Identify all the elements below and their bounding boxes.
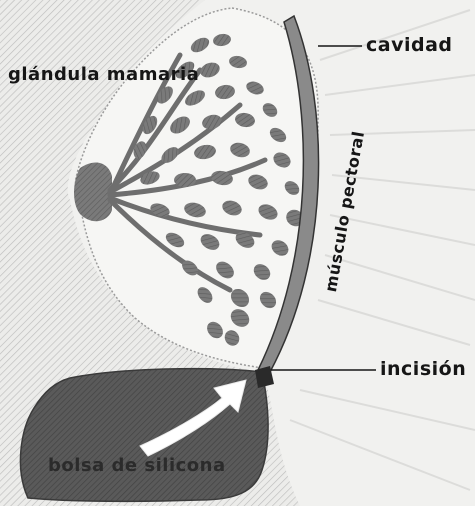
label-incision: incisión — [380, 358, 466, 380]
label-glandula-mamaria: glándula mamaria — [8, 64, 199, 85]
label-cavidad: cavidad — [366, 34, 453, 56]
chest-wall-rays — [290, 10, 475, 490]
lobule — [174, 173, 196, 187]
label-bolsa-de-silicona: bolsa de silicona — [48, 455, 226, 476]
nipple-areola — [74, 162, 112, 221]
